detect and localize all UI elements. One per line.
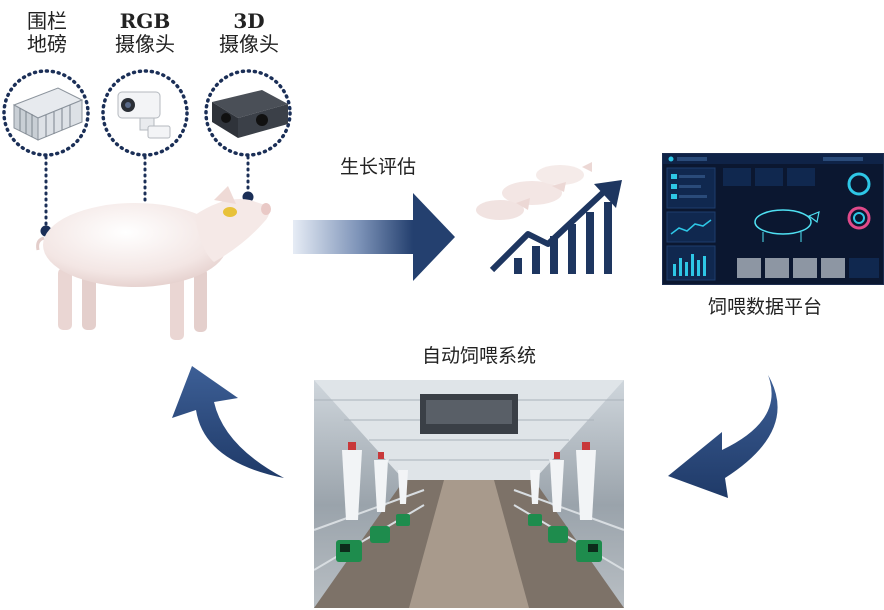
flow-arrow-curve-up [172,366,284,478]
sensor-label-line2: 摄像头 [219,32,279,56]
sensor-label-line2: 地磅 [27,32,67,56]
sensor-label-rgb-camera: RGB 摄像头 [100,10,190,56]
feeding-platform-label: 饲喂数据平台 [708,296,823,318]
flow-arrow-right [293,193,455,281]
auto-feeding-barn-image [314,380,624,608]
pig-image [36,186,271,340]
feeding-data-platform-dashboard [662,153,884,285]
flow-arrow-curve-down [668,375,778,498]
sensor-label-line1: 围栏 [27,9,67,33]
pen-scale-icon [2,69,90,157]
3d-camera-icon [204,69,292,157]
sensor-label-line2: 摄像头 [115,32,175,56]
sensor-label-3d-camera: 3D 摄像头 [204,10,294,56]
auto-feeding-label: 自动饲喂系统 [422,345,537,367]
growth-chart-icon [476,162,622,274]
growth-assessment-label: 生长评估 [340,156,417,178]
sensor-label-line1: 3D [233,9,265,33]
barn-graphic [314,380,624,608]
dashboard-graphic [663,154,883,281]
sensor-label-pen-scale: 围栏 地磅 [2,10,92,56]
sensor-label-line1: RGB [119,9,171,33]
rgb-camera-icon [101,69,189,157]
